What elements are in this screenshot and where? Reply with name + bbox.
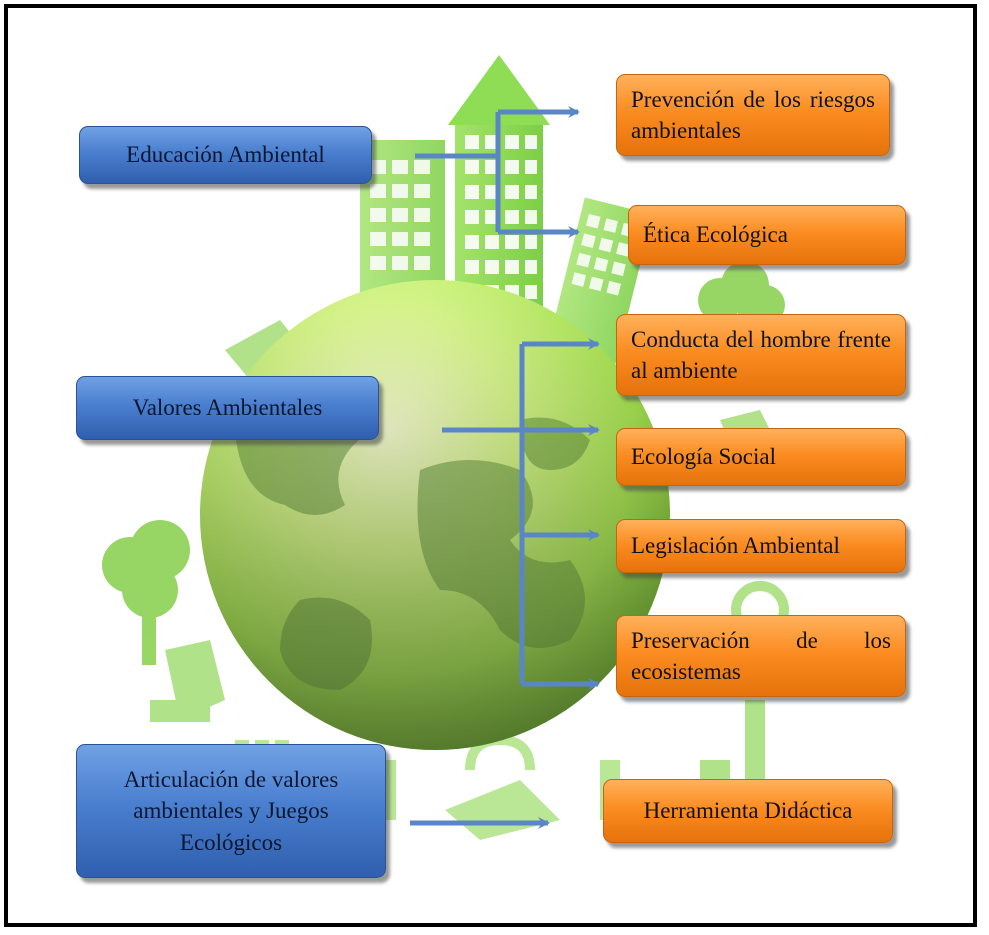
tree-silhouettes bbox=[102, 261, 785, 665]
label-conducta-hombre: Conducta del hombre frente al ambiente bbox=[631, 326, 891, 383]
label-herramienta-didactica: Herramienta Didáctica bbox=[643, 798, 853, 824]
box-valores-ambientales: Valores Ambientales bbox=[76, 376, 379, 440]
label-valores-ambientales: Valores Ambientales bbox=[132, 395, 323, 421]
box-conducta-hombre: Conducta del hombre frente al ambiente bbox=[616, 314, 906, 396]
label-prevencion-riesgos: Prevención de los riesgos ambientales bbox=[631, 86, 875, 143]
label-educacion-ambiental: Educación Ambiental bbox=[126, 142, 325, 168]
label-ecologia-social: Ecología Social bbox=[631, 444, 776, 470]
box-articulacion: Articulación de valores ambientales y Ju… bbox=[76, 744, 386, 878]
outer-frame bbox=[4, 4, 977, 927]
box-educacion-ambiental: Educación Ambiental bbox=[79, 126, 372, 184]
label-etica-ecologica: Ética Ecológica bbox=[643, 222, 788, 248]
box-legislacion-ambiental: Legislación Ambiental bbox=[616, 519, 906, 573]
label-preservacion-ecosistemas: Preservación de los ecosistemas bbox=[631, 627, 891, 684]
label-legislacion-ambiental: Legislación Ambiental bbox=[631, 533, 840, 559]
box-etica-ecologica: Ética Ecológica bbox=[628, 205, 906, 265]
box-prevencion-riesgos: Prevención de los riesgos ambientales bbox=[616, 74, 890, 156]
box-herramienta-didactica: Herramienta Didáctica bbox=[603, 779, 893, 843]
box-ecologia-social: Ecología Social bbox=[616, 428, 906, 486]
label-articulacion: Articulación de valores ambientales y Ju… bbox=[123, 767, 339, 855]
box-preservacion-ecosistemas: Preservación de los ecosistemas bbox=[616, 615, 906, 697]
